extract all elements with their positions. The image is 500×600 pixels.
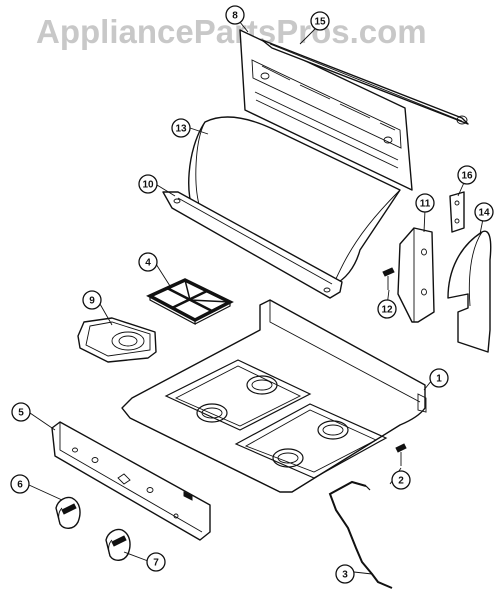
callout-14: 14: [474, 202, 494, 222]
part-8-backguard: [239, 29, 413, 191]
callout-11: 11: [415, 193, 435, 213]
part-13-manifold-cover: [188, 116, 401, 286]
callout-13-label: 13: [175, 124, 187, 135]
callout-9-label: 9: [89, 296, 95, 307]
callout-7-label: 7: [153, 558, 159, 569]
callout-10: 10: [138, 174, 158, 194]
callout-2: 2: [391, 470, 411, 490]
callout-5: 5: [11, 402, 31, 422]
callout-6: 6: [10, 474, 30, 494]
part-3-wire-rod: [328, 480, 393, 589]
callout-7: 7: [146, 552, 166, 572]
part-10-bracket: [162, 191, 343, 299]
part-14-end-cap: [447, 230, 492, 353]
callout-3-label: 3: [342, 570, 348, 581]
callout-2-label: 2: [398, 476, 404, 487]
callout-4-label: 4: [145, 258, 151, 269]
callout-6-label: 6: [17, 480, 23, 491]
part-9-burner-plate: [77, 317, 157, 363]
part-6-knob: [55, 496, 81, 529]
callout-1-label: 1: [436, 374, 442, 385]
callout-9: 9: [82, 290, 102, 310]
callout-10-label: 10: [142, 180, 154, 191]
callout-13: 13: [171, 118, 191, 138]
callout-8: 8: [225, 5, 245, 25]
callout-15: 15: [310, 11, 330, 31]
callout-12-label: 12: [381, 305, 393, 316]
callout-16-label: 16: [461, 171, 473, 182]
callout-15-label: 15: [314, 17, 326, 28]
callout-1: 1: [429, 368, 449, 388]
part-12-screw: [382, 267, 395, 290]
callout-5-label: 5: [18, 408, 24, 419]
callout-11-label: 11: [420, 199, 431, 210]
part-2-screw: [395, 443, 407, 466]
part-11-side-bracket: [397, 227, 435, 323]
callout-8-label: 8: [232, 11, 238, 22]
part-15-trim-bar: [261, 39, 469, 125]
callout-14-label: 14: [478, 208, 490, 219]
part-16-clip: [449, 191, 465, 233]
part-1-cooktop: [121, 299, 427, 493]
callout-3: 3: [335, 564, 355, 584]
callout-16: 16: [457, 165, 477, 185]
callout-4: 4: [138, 252, 158, 272]
part-4-grate: [146, 278, 234, 325]
part-7-knob: [105, 528, 131, 561]
callout-12: 12: [377, 299, 397, 319]
part-5-control-panel: [51, 421, 211, 541]
